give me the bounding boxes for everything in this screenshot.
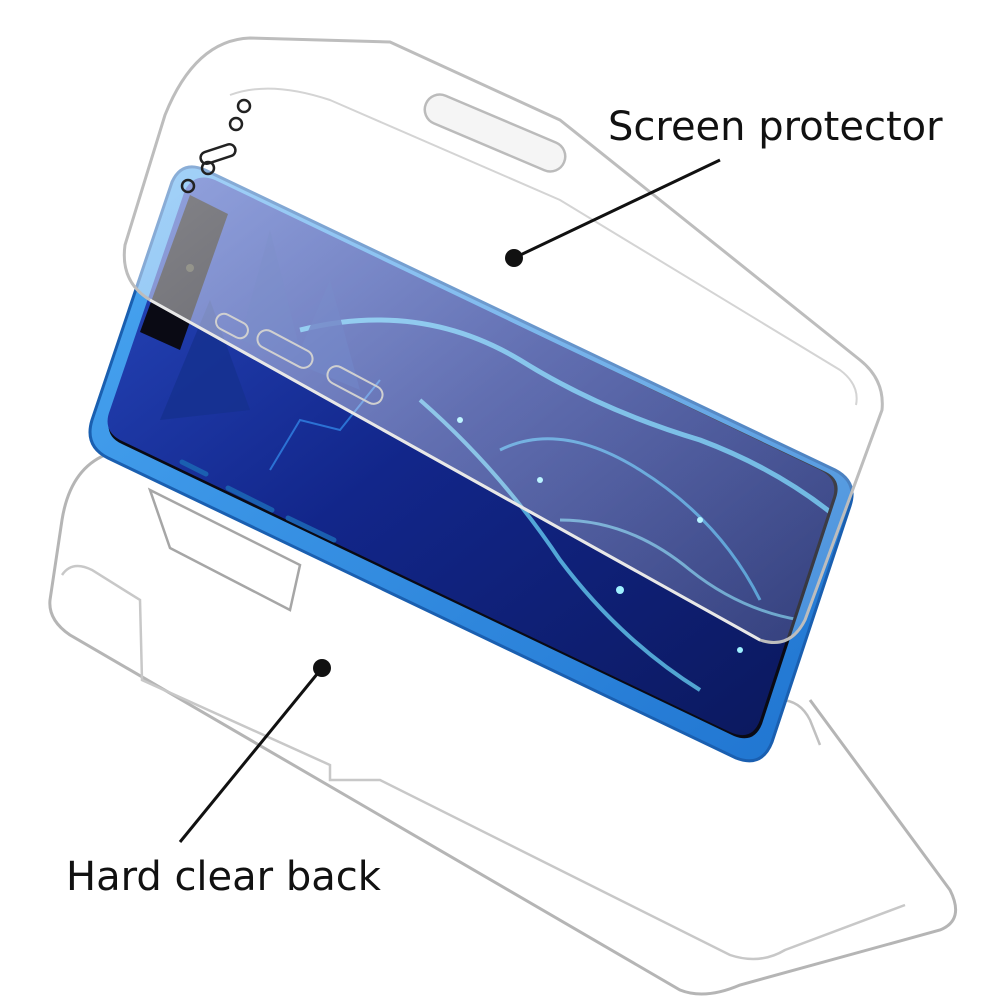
camera-cutout <box>147 487 302 612</box>
pointer-dot-icon <box>505 249 523 267</box>
volume-down-button <box>285 515 337 543</box>
mute-switch <box>179 459 209 477</box>
hard-clear-back-pointer <box>178 659 331 843</box>
earpiece-cutout <box>423 93 567 173</box>
screen-protector-label: Screen protector <box>608 104 943 150</box>
screen-protector-pointer <box>505 158 721 267</box>
volume-up-button <box>225 485 275 513</box>
hard-clear-back-label: Hard clear back <box>66 854 382 900</box>
pointer-dot-icon <box>313 659 331 677</box>
sensor-holes <box>180 98 252 194</box>
screen-protector-shell <box>122 36 884 644</box>
